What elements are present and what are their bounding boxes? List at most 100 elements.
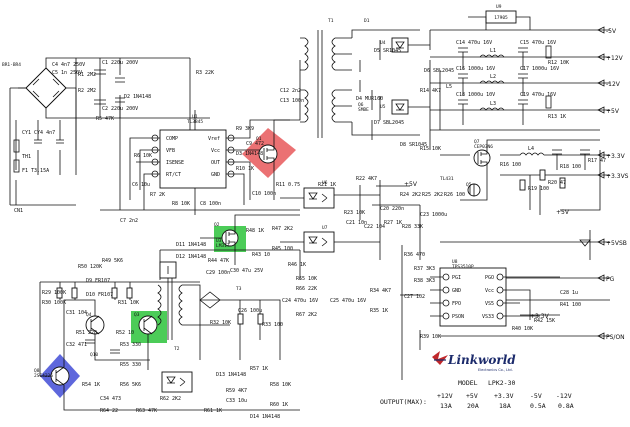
- spec-value-0: 13A: [440, 402, 452, 410]
- lbl-c23: C23 1000u: [420, 212, 447, 218]
- lbl-r26: R26 100: [444, 192, 465, 198]
- lbl-r21: R21 1K: [318, 182, 336, 188]
- lbl-r54: R54 1K: [82, 382, 100, 388]
- lbl-r28: R28 33K: [402, 224, 423, 230]
- lbl-c25: C25 470u 16V: [330, 298, 366, 304]
- lbl-r7: R7 2K: [150, 192, 165, 198]
- lbl-r39: R39 10K: [420, 334, 441, 340]
- lbl-r12: R12 10K: [548, 60, 569, 66]
- lbl-l3: L3: [490, 101, 496, 107]
- lbl-c33: C33 10u: [226, 398, 247, 404]
- out-plus5v: +5V: [606, 108, 620, 115]
- lbl-d14: D14 1N4148: [250, 414, 280, 420]
- output-filters: [429, 29, 610, 150]
- lbl-c19: C19 470u 16V: [520, 92, 556, 98]
- lbl-r61: R61 1K: [204, 408, 222, 414]
- lbl-r22: R22 4K7: [356, 176, 377, 182]
- lbl-r38: R38 3K3: [414, 278, 435, 284]
- q3-label: Q3: [134, 312, 140, 318]
- internal-plus5v: +5V: [404, 181, 418, 188]
- spec-value-3: 0.5A: [530, 402, 546, 410]
- lbl-r20: R20 47: [548, 180, 566, 186]
- lbl-d11: D11 1N4148: [176, 242, 206, 248]
- lbl-r13: R13 1K: [548, 114, 566, 120]
- out-minus5v: -5V: [606, 28, 617, 35]
- lbl-c17: C17 1000u 16V: [520, 66, 559, 72]
- lbl-r64: R64 22: [100, 408, 118, 414]
- q2-label: Q2: [214, 222, 220, 228]
- lbl-d13: D13 1N4148: [216, 372, 246, 378]
- lbl-c34: C34 473: [100, 396, 121, 402]
- out-ps-on: PS/ON: [606, 334, 625, 341]
- out-pg: PG: [606, 276, 615, 283]
- lbl-r5: R5 47K: [96, 116, 114, 122]
- lbl-r18: R18 100: [560, 164, 581, 170]
- lbl-c20: C20 220n: [380, 206, 404, 212]
- lbl-r10: R10 1K: [236, 166, 254, 172]
- lbl-c9: C9 472: [246, 141, 264, 147]
- lbl-th1: TH1: [22, 154, 31, 160]
- q10-label: Q10: [90, 352, 98, 358]
- spec-rail-3: -5V: [530, 392, 542, 400]
- lbl-r16: R16 100: [500, 162, 521, 168]
- mid-rails: [376, 150, 610, 380]
- u8-pin-0: PGI: [452, 275, 461, 281]
- title-block: Linkworld Electronics Co., Ltd. MODEL LP…: [380, 351, 574, 410]
- brand-logo-icon: [432, 351, 448, 365]
- lbl-c26: C26 100u: [238, 308, 262, 314]
- lbl-r24: R24 2K2: [400, 192, 421, 198]
- u8-pin-4: PGO: [485, 275, 494, 281]
- u8-pin-7: VS33: [482, 314, 494, 320]
- lbl-r9: R9 3K9: [236, 126, 254, 132]
- lbl-r8: R8 10K: [172, 201, 190, 207]
- q1-label: Q1: [256, 136, 262, 142]
- lbl-c13: C13 100n: [280, 98, 304, 104]
- component-labels: BR1-BR4 C4 4n7 250V C5 1n 250V R1 2M2 R2…: [2, 40, 606, 420]
- lbl-r63: R63 47K: [136, 408, 157, 414]
- lbl-d7: D7 SBL2045: [374, 120, 404, 126]
- lbl-c29: C29 100n: [206, 270, 230, 276]
- lbl-r17: R17 47: [588, 158, 606, 164]
- lbl-c27: C27 102: [404, 294, 425, 300]
- t2-label: T2: [174, 346, 180, 352]
- lbl-r56: R56 5K6: [120, 382, 141, 388]
- u8-pin-6: VS5: [485, 301, 494, 307]
- mains-wires: [9, 57, 210, 206]
- lbl-r33: R33 100: [262, 322, 283, 328]
- out-plus12v: +12V: [606, 55, 624, 62]
- out-plus3v3: +3.3V: [606, 153, 626, 160]
- lbl-c7: C7 2n2: [120, 218, 138, 224]
- u8-pin-3: PSON: [452, 314, 464, 320]
- lbl-r66: R66 22K: [296, 286, 317, 292]
- mains-caps: [34, 69, 125, 144]
- lbl-c30: C30 47u 25V: [230, 268, 263, 274]
- lbl-r58: R58 10K: [270, 382, 291, 388]
- u1-pin-7: GND: [211, 172, 220, 178]
- lbl-c21: C21 10n: [346, 220, 367, 226]
- lbl-d5: D5 SR1045: [374, 48, 401, 54]
- lbl-r57: R57 1K: [250, 366, 268, 372]
- q4-label: Q4: [86, 312, 92, 318]
- lbl-c18: C18 1000u 10V: [456, 92, 495, 98]
- u1-pin-6: OUT: [211, 160, 220, 166]
- lbl-r30: R30 100K: [42, 300, 66, 306]
- lbl-r42: R42 15K: [534, 318, 555, 324]
- lbl-r50: R50 120K: [78, 264, 102, 270]
- lbl-r6: R6 10K: [134, 153, 152, 159]
- lbl-r51: R51 220: [76, 330, 97, 336]
- lbl-r48: R48 1K: [246, 228, 264, 234]
- lbl-cy: CY1 CY4 4n7: [22, 130, 55, 136]
- lbl-r14: R14 4K7: [420, 88, 441, 94]
- lbl-r53: R53 330: [120, 342, 141, 348]
- out-plus5vsb: +5VSB: [606, 240, 627, 247]
- rectifier-diodes: [359, 37, 430, 140]
- lbl-cn1: CN1: [14, 208, 23, 214]
- lbl-r52: R52 10: [116, 330, 134, 336]
- lbl-r19: R19 100: [528, 186, 549, 192]
- lbl-r62: R62 2K2: [160, 396, 181, 402]
- lbl-r3: R3 22K: [196, 70, 214, 76]
